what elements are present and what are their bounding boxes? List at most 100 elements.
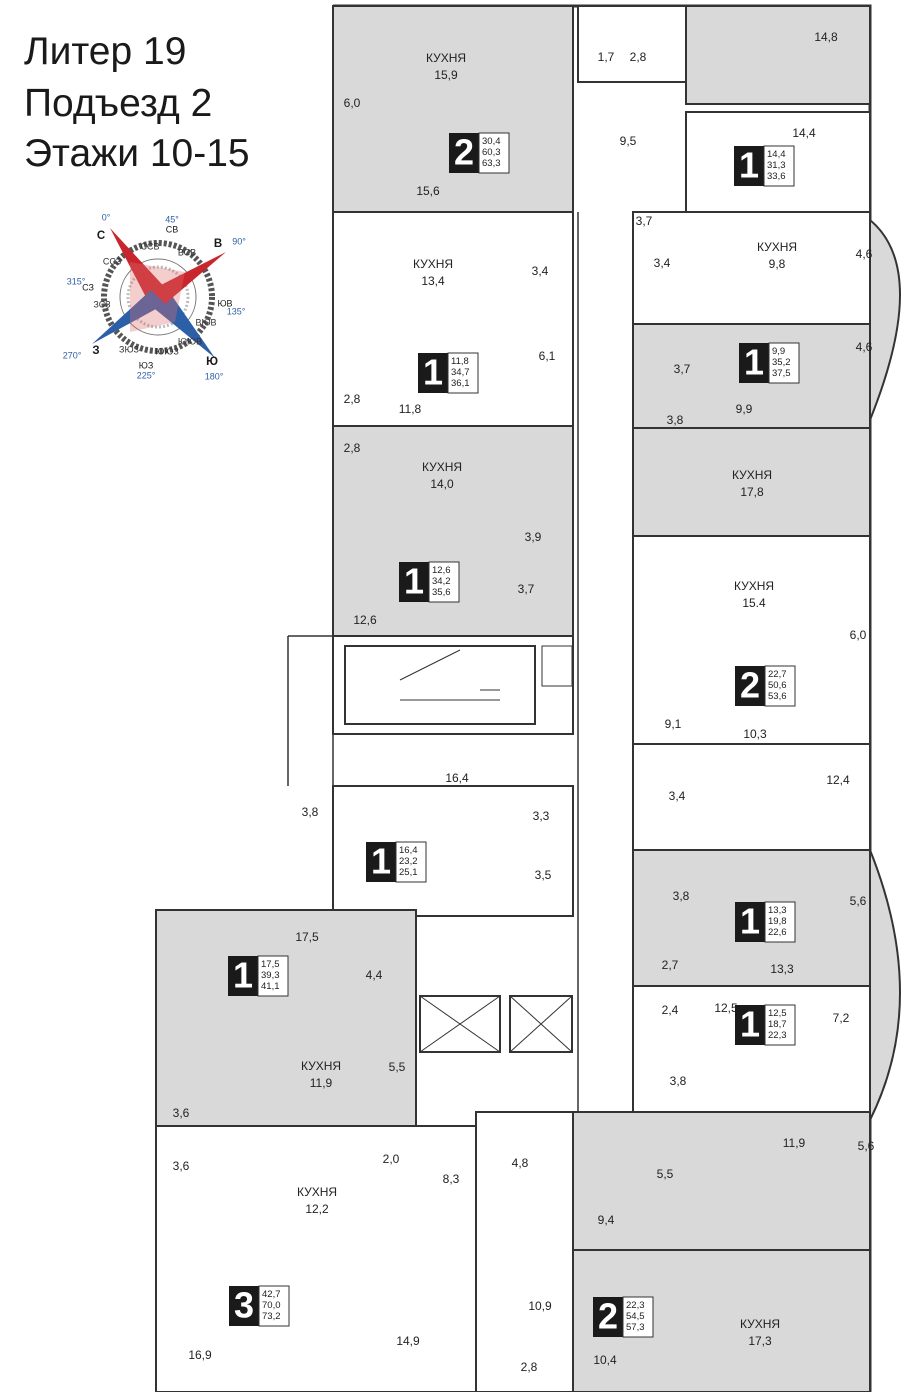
compass-deg-nw: 315° bbox=[67, 276, 86, 286]
compass-ssw: ЮЮЗ bbox=[155, 346, 179, 356]
compass-deg-ne: 45° bbox=[165, 214, 179, 224]
room-area-label: 14,4 bbox=[792, 126, 816, 140]
room-area-label: 14,8 bbox=[814, 30, 838, 44]
room-area-label: 3,4 bbox=[654, 256, 671, 270]
room-area-label: 12,4 bbox=[826, 773, 850, 787]
compass-sw: ЮЗ bbox=[139, 360, 154, 370]
rooms-count-box bbox=[449, 133, 479, 173]
room-area-label: 16,9 bbox=[188, 1348, 212, 1362]
apartment-area-value: 63,3 bbox=[482, 158, 501, 169]
room-area-label: 11,9 bbox=[783, 1136, 806, 1150]
wind-rose: С 0° В 90° Ю 180° З 270° 45° СВ 135° ЮВ … bbox=[63, 212, 247, 381]
compass-ese: ВЮВ bbox=[195, 317, 216, 327]
room-area-label: 5,6 bbox=[850, 894, 867, 908]
building-title: Литер 19 bbox=[24, 30, 187, 73]
room-area-label: 3,7 bbox=[636, 214, 653, 228]
room-area-label: 10,9 bbox=[528, 1299, 552, 1313]
room-area-label: 14,9 bbox=[396, 1334, 420, 1348]
room-area-label: 2,4 bbox=[662, 1003, 679, 1017]
room-area-label: 2,0 bbox=[383, 1152, 400, 1166]
rooms-count: 2 bbox=[598, 1296, 618, 1337]
room-area-label: 16,4 bbox=[445, 771, 469, 785]
apartment-area-value: 22,3 bbox=[768, 1030, 787, 1041]
area-box bbox=[764, 901, 796, 943]
room-area-label: 3,6 bbox=[173, 1106, 190, 1120]
compass-sse: ЮЮВ bbox=[178, 336, 202, 346]
area-box bbox=[428, 561, 460, 603]
rooms-count-box bbox=[735, 666, 765, 706]
room-area-label: 10,4 bbox=[593, 1353, 617, 1367]
apartment-area-value: 22,7 bbox=[768, 669, 787, 680]
room-area-label: 17,8 bbox=[740, 485, 764, 499]
area-box bbox=[622, 1296, 654, 1338]
room-area-label: 9,5 bbox=[620, 134, 637, 148]
room-area-label: 3,8 bbox=[302, 805, 319, 819]
room-area-label: 5,5 bbox=[389, 1060, 406, 1074]
apartment-area-value: 12,6 bbox=[432, 565, 451, 576]
room-area-label: 12,6 bbox=[353, 613, 377, 627]
room-area-label: 15,6 bbox=[416, 184, 440, 198]
compass-ne: СВ bbox=[166, 224, 179, 234]
compass-east: В bbox=[214, 238, 222, 250]
apartment-area-value: 11,8 bbox=[451, 356, 469, 367]
room-area-label: 3,5 bbox=[535, 868, 552, 882]
apartment-area-value: 18,7 bbox=[768, 1019, 787, 1030]
compass-needle-east bbox=[151, 252, 226, 304]
compass-deg-w: 270° bbox=[63, 350, 82, 360]
rooms-count: 2 bbox=[454, 132, 474, 173]
apartment-area-value: 57,3 bbox=[626, 1322, 645, 1333]
room-area-label: 12,2 bbox=[305, 1202, 329, 1216]
room-area-label: 5,5 bbox=[657, 1167, 674, 1181]
entrance-title: Подъезд 2 bbox=[24, 82, 213, 125]
room-area-label: 13,3 bbox=[770, 962, 794, 976]
compass-west: З bbox=[92, 345, 99, 357]
room-kind-label: КУХНЯ bbox=[422, 460, 462, 474]
rooms-count-box bbox=[366, 842, 396, 882]
room-area-label: 3,9 bbox=[525, 530, 542, 544]
room-kind-label: КУХНЯ bbox=[413, 257, 453, 271]
room-area-label: 2,8 bbox=[344, 392, 361, 406]
apartment-area-value: 9,9 bbox=[772, 346, 785, 357]
compass-wsw: ЗЮЗ bbox=[119, 344, 139, 354]
apartment-area-value: 34,2 bbox=[432, 576, 451, 587]
apartment-area-value: 23,2 bbox=[399, 856, 418, 867]
compass-needle-south bbox=[150, 293, 215, 358]
room-area-label: 6,1 bbox=[539, 349, 556, 363]
rooms-count: 1 bbox=[371, 841, 391, 882]
rooms-count-box bbox=[418, 353, 448, 393]
room-area-label: 9,8 bbox=[769, 257, 786, 271]
room-kind-label: КУХНЯ bbox=[297, 1185, 337, 1199]
room-kind-label: КУХНЯ bbox=[740, 1317, 780, 1331]
area-box bbox=[395, 841, 427, 883]
apartment-area-value: 53,6 bbox=[768, 691, 787, 702]
rooms-count: 1 bbox=[740, 1004, 760, 1045]
compass-nw: СЗ bbox=[82, 282, 94, 292]
apartment-area-value: 37,5 bbox=[772, 368, 791, 379]
room-area-label: 2,8 bbox=[344, 441, 361, 455]
rooms-count-box bbox=[229, 1286, 259, 1326]
apartment-area-value: 14,4 bbox=[767, 149, 786, 160]
apartment-area-value: 73,2 bbox=[262, 1311, 281, 1322]
room-area-label: 6,0 bbox=[850, 628, 867, 642]
room-kind-label: КУХНЯ bbox=[732, 468, 772, 482]
room-area-label: 7,2 bbox=[833, 1011, 850, 1025]
room-area-label: 13,4 bbox=[421, 274, 445, 288]
compass-deg-s: 180° bbox=[205, 371, 224, 381]
room-area-label: 3,8 bbox=[673, 889, 690, 903]
rooms-count: 3 bbox=[234, 1285, 254, 1326]
rooms-count-box bbox=[399, 562, 429, 602]
apartment-area-value: 42,7 bbox=[262, 1289, 281, 1300]
